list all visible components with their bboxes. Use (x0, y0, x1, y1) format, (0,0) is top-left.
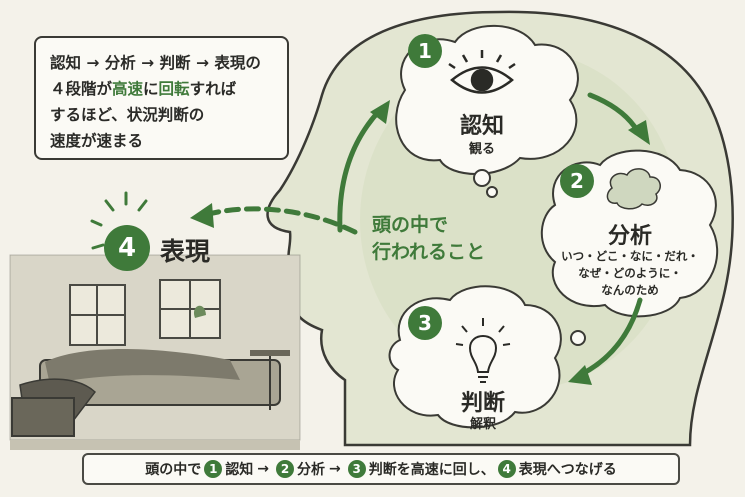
step-1-sub: 観る (468, 142, 495, 157)
step-1-badge: 1 (408, 34, 442, 68)
note-highlight: 回転 (158, 80, 190, 98)
bottom-text: を高速に回し、 (396, 462, 495, 478)
step-3-sub: 解釈 (469, 417, 496, 432)
bottom-text: へつなげる (546, 462, 617, 478)
step-2-detail-line: なんのため (601, 283, 659, 297)
summary-note: 認知 → 分析 → 判断 → 表現の ４段階が高速に回転すれば するほど、状況判… (34, 36, 289, 160)
bottom-badge-4: 4 (497, 460, 516, 478)
note-text: ４段階が (50, 80, 113, 98)
step-4-title: 表現 (160, 237, 211, 266)
room-illustration (9, 254, 301, 450)
step-4-badge: 4 (104, 225, 150, 271)
step-3-title: 判断 (460, 391, 505, 416)
center-caption-line-2: 行われること (372, 241, 486, 263)
note-line-1: 認知 → 分析 → 判断 → 表現の (50, 54, 261, 72)
bottom-step-3: 判断 (368, 462, 397, 478)
note-highlight: 高速 (112, 80, 144, 98)
lightbulb-icon (455, 318, 511, 383)
step-2-title: 分析 (607, 224, 652, 249)
bottom-step-2: 分析 (297, 462, 325, 478)
step-2-detail-line: いつ・どこ・なに・だれ・ (561, 249, 699, 263)
sparkle-icon (90, 191, 148, 250)
step-2-badge: 2 (560, 164, 594, 198)
bottom-text: 頭の中で (145, 462, 202, 478)
step-1-title: 認知 (459, 114, 504, 139)
step-2-detail-line: なぜ・どのように・ (578, 266, 682, 280)
bottom-badge-1: 1 (204, 460, 223, 478)
center-caption-line-1: 頭の中で (372, 214, 449, 236)
step-2-detail: いつ・どこ・なに・だれ・ なぜ・どのように・ なんのため (560, 248, 700, 299)
note-text: すれば (189, 80, 237, 98)
bottom-step-4: 表現 (518, 462, 547, 478)
note-text: に (143, 80, 159, 98)
note-line-2: ４段階が高速に回転すれば (50, 76, 273, 102)
arrow-right-icon: → (257, 461, 269, 477)
note-line-4: 速度が速まる (50, 132, 144, 150)
bottom-badge-3: 3 (347, 460, 366, 478)
bottom-badge-2: 2 (276, 460, 294, 478)
note-line-3: するほど、状況判断の (50, 106, 205, 124)
step-3-badge: 3 (408, 306, 442, 340)
bottom-step-1: 認知 (225, 462, 254, 478)
cloud-icon (606, 168, 661, 210)
eye-icon (448, 50, 516, 94)
center-caption: 頭の中で 行われること (372, 212, 485, 266)
thought-cloud-1 (395, 24, 579, 198)
arrow-right-icon: → (329, 461, 341, 477)
